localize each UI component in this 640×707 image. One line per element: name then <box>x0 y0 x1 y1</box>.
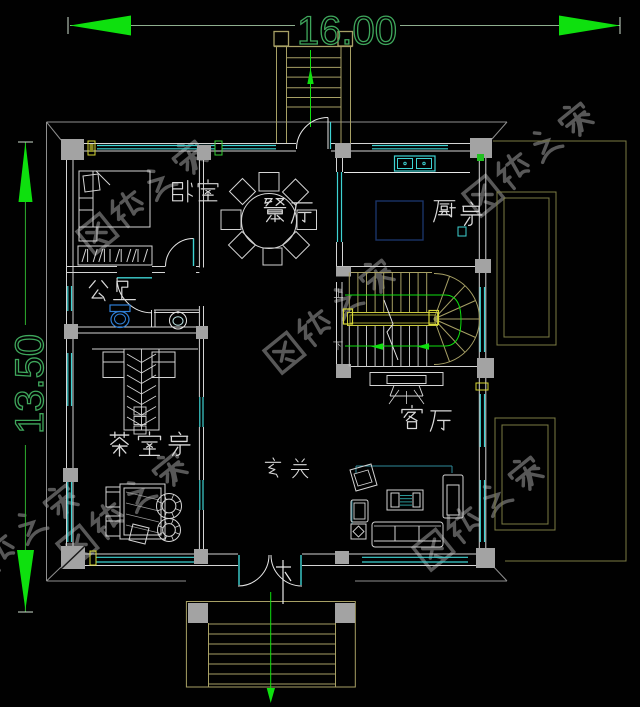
svg-text:13.50: 13.50 <box>8 334 52 434</box>
svg-text:16.00: 16.00 <box>297 9 397 53</box>
